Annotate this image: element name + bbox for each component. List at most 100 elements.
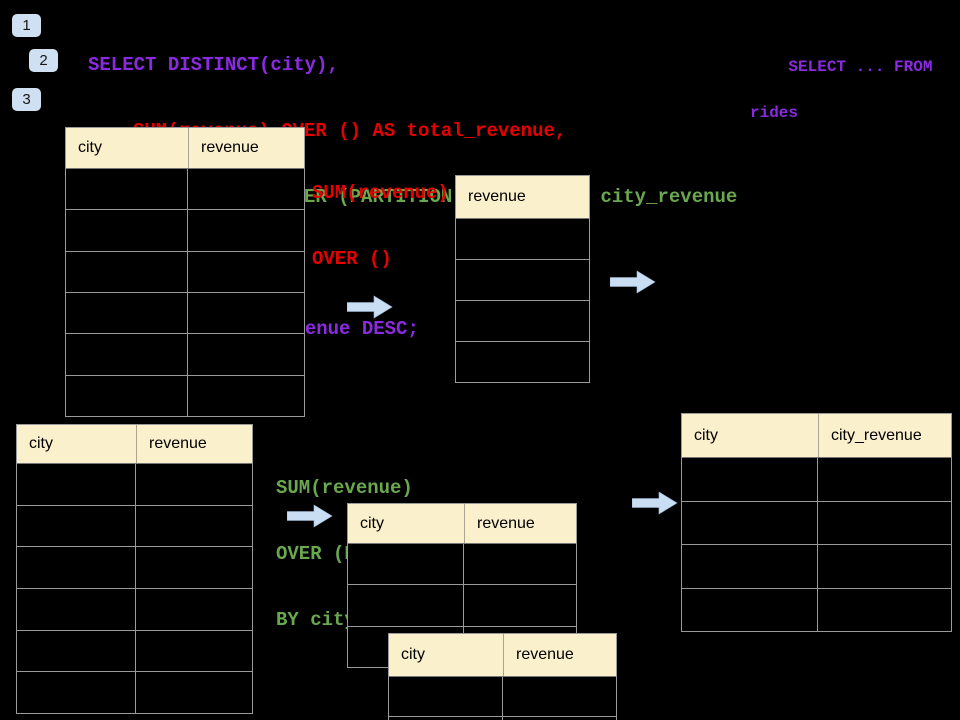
table-cell-empty <box>66 292 188 334</box>
table-rides-source-bottom: city revenue <box>16 424 253 714</box>
table-row <box>17 672 252 714</box>
table-row <box>17 505 252 548</box>
table-cell-empty <box>188 293 304 333</box>
side-note-line2: rides <box>750 104 799 122</box>
table-cell-empty <box>136 672 252 713</box>
step-badge-3: 3 <box>12 88 41 111</box>
table-cell-empty <box>17 630 136 672</box>
table-cell-empty <box>66 375 188 416</box>
column-header-city: city <box>401 646 425 663</box>
table-cell-empty <box>188 169 304 209</box>
table-cell-empty <box>136 547 252 588</box>
table-row <box>66 251 304 293</box>
table-header-row: revenue <box>456 176 589 219</box>
column-header-city: city <box>29 435 53 452</box>
arrow-right-icon <box>610 270 656 294</box>
table-cell-empty <box>66 251 188 292</box>
table-cell-empty <box>456 342 589 382</box>
column-header-revenue: revenue <box>503 634 616 676</box>
column-header-city: city <box>78 139 102 156</box>
column-header-revenue: revenue <box>136 425 252 463</box>
side-note-select-from-rides: SELECT ... FROM rides <box>750 33 932 171</box>
table-body <box>17 464 252 714</box>
table-cell-empty <box>17 464 136 505</box>
side-note-line1: SELECT ... FROM <box>788 58 933 76</box>
table-body <box>456 219 589 382</box>
table-cell-empty <box>503 677 616 716</box>
table-cell-empty <box>66 169 188 210</box>
table-row <box>456 260 589 301</box>
table-row <box>17 589 252 631</box>
table-cell-empty <box>682 588 818 631</box>
table-row <box>682 458 951 502</box>
table-row <box>389 717 616 720</box>
table-cell-empty <box>464 585 576 625</box>
table-row <box>348 585 576 627</box>
table-row <box>17 630 252 673</box>
table-cell-empty <box>66 210 188 251</box>
table-row <box>66 334 304 376</box>
column-header-city: city <box>694 426 718 444</box>
table-cell-empty <box>818 545 951 588</box>
table-cell-empty <box>188 376 304 416</box>
table-row <box>17 547 252 590</box>
table-row <box>66 375 304 416</box>
column-header-city-revenue: city_revenue <box>818 414 951 457</box>
table-cell-empty <box>456 301 589 341</box>
table-header-row: city city_revenue <box>682 414 951 458</box>
table-body <box>389 677 616 720</box>
label-total-line2: OVER () <box>312 248 392 270</box>
table-cell-empty <box>17 547 136 589</box>
table-row <box>682 545 951 589</box>
table-header-row: city revenue <box>389 634 616 677</box>
table-row <box>66 169 304 211</box>
table-cell-empty <box>682 545 818 588</box>
table-row <box>682 588 951 632</box>
table-row <box>66 210 304 252</box>
table-cell-empty <box>818 502 951 545</box>
table-cell-empty <box>136 589 252 630</box>
step-badge-2: 2 <box>29 49 58 72</box>
column-header-revenue: revenue <box>468 188 526 205</box>
table-city-revenue-result: city city_revenue <box>681 413 952 632</box>
table-cell-empty <box>818 458 951 501</box>
table-cell-empty <box>136 631 252 672</box>
table-header-row: city revenue <box>17 425 252 464</box>
table-cell-empty <box>136 506 252 547</box>
label-partition-line1: SUM(revenue) <box>276 477 413 499</box>
table-partition-step-overlay: city revenue <box>388 633 617 720</box>
table-row <box>456 342 589 382</box>
label-window-total: SUM(revenue) OVER () <box>312 138 449 314</box>
table-cell-empty <box>389 677 503 716</box>
sql-line-select: SELECT DISTINCT(city), <box>88 54 339 76</box>
table-cell-empty <box>17 589 136 630</box>
step-badge-1: 1 <box>12 14 41 37</box>
table-row <box>66 292 304 335</box>
column-header-revenue: revenue <box>188 128 304 168</box>
table-cell-empty <box>348 544 464 585</box>
table-row <box>682 501 951 545</box>
table-cell-empty <box>818 589 951 632</box>
table-rides-source-top: city revenue <box>65 127 305 417</box>
table-cell-empty <box>682 501 818 544</box>
column-header-revenue: revenue <box>464 504 576 543</box>
table-row <box>389 677 616 717</box>
table-cell-empty <box>136 464 252 505</box>
table-cell-empty <box>188 334 304 374</box>
label-total-line1: SUM(revenue) <box>312 182 449 204</box>
table-row <box>456 219 589 260</box>
table-cell-empty <box>389 717 503 720</box>
table-cell-empty <box>17 672 136 714</box>
arrow-right-icon <box>347 295 393 319</box>
table-header-row: city revenue <box>66 128 304 169</box>
table-cell-empty <box>66 334 188 375</box>
table-row <box>348 544 576 586</box>
table-cell-empty <box>456 219 589 259</box>
table-cell-empty <box>17 505 136 547</box>
table-body <box>66 169 304 416</box>
table-cell-empty <box>188 210 304 250</box>
table-header-row: city revenue <box>348 504 576 544</box>
table-cell-empty <box>456 260 589 300</box>
table-cell-empty <box>188 252 304 292</box>
